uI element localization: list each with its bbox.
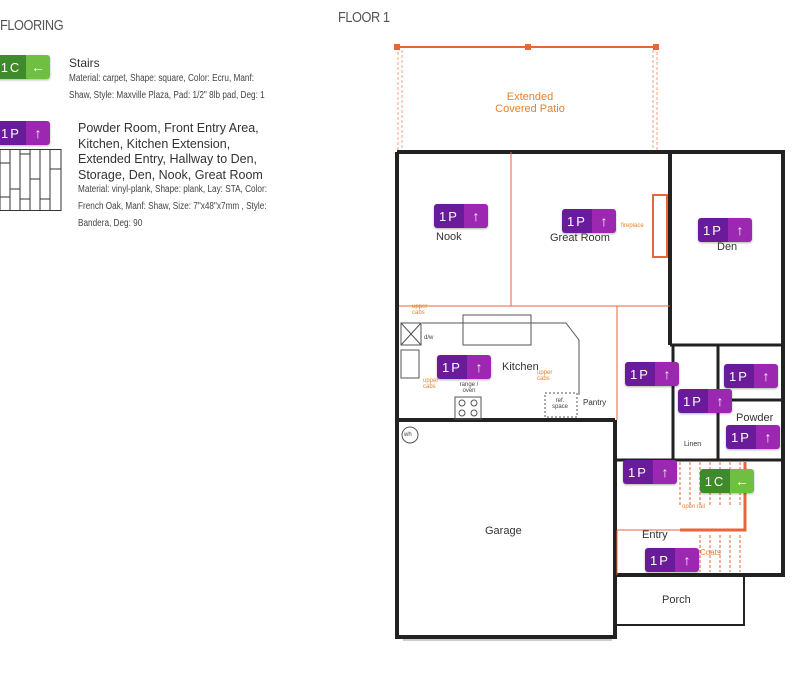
label-great-room: Great Room	[550, 232, 610, 244]
badge-code: 1P	[698, 218, 728, 242]
note-dishwasher: d/w	[424, 335, 434, 341]
badge-powder[interactable]: 1P↑	[726, 425, 780, 449]
label-line: Extended	[506, 91, 554, 103]
legend-badge-carpet[interactable]: 1C←	[0, 55, 50, 79]
legend-detail: Bandera, Deg: 90	[78, 218, 143, 229]
badge-hallway[interactable]: 1P↑	[625, 362, 679, 386]
badge-code: 1C	[700, 469, 730, 493]
badge-entry[interactable]: 1P↑	[645, 548, 699, 572]
legend-detail: Shaw, Style: Maxville Plaza, Pad: 1/2" 8…	[69, 90, 265, 101]
badge-code: 1P	[0, 121, 26, 145]
label-entry: Entry	[642, 529, 668, 541]
legend-title-rooms: Powder Room, Front Entry Area, Kitchen, …	[78, 121, 263, 183]
plank-pattern-icon	[0, 149, 62, 211]
porch-outline	[614, 575, 745, 626]
note-upper-cabs: upper cabs	[537, 370, 553, 382]
legend-title-line: Powder Room, Front Entry Area,	[78, 121, 259, 135]
arrow-up-icon: ↑	[655, 362, 679, 386]
note-open-rail: open rail	[682, 504, 706, 510]
badge-code: 1P	[437, 355, 467, 379]
badge-code: 1P	[625, 362, 655, 386]
arrow-left-icon: ←	[730, 469, 754, 493]
legend-detail: Material: vinyl-plank, Shape: plank, Lay…	[78, 184, 267, 195]
note-ref: ref. space	[551, 398, 568, 410]
arrow-up-icon: ↑	[756, 425, 780, 449]
legend-detail: French Oak, Manf: Shaw, Size: 7"x48"x7mm…	[78, 201, 267, 212]
note-water-heater: wh	[404, 432, 412, 438]
badge-great-room[interactable]: 1P↑	[562, 209, 616, 233]
badge-hallway-den[interactable]: 1P↑	[678, 389, 732, 413]
legend-detail: Material: carpet, Shape: square, Color: …	[69, 73, 255, 84]
badge-extended-entry[interactable]: 1P↑	[623, 460, 677, 484]
label-garage: Garage	[485, 525, 522, 537]
legend-title-line: Storage, Den, Nook, Great Room	[78, 167, 263, 182]
badge-code: 1P	[645, 548, 675, 572]
arrow-up-icon: ↑	[728, 218, 752, 242]
note-range: range / oven	[459, 382, 479, 394]
note-coats: Coats	[700, 548, 721, 557]
label-powder: Powder	[736, 412, 774, 424]
badge-nook[interactable]: 1P↑	[434, 204, 488, 228]
label-porch: Porch	[662, 594, 691, 606]
arrow-up-icon: ↑	[754, 364, 778, 388]
patio-outline	[394, 44, 659, 151]
label-den: Den	[717, 241, 738, 253]
badge-code: 1P	[678, 389, 708, 413]
badge-storage[interactable]: 1P↑	[724, 364, 778, 388]
arrow-up-icon: ↑	[675, 548, 699, 572]
label-nook: Nook	[436, 231, 462, 243]
badge-stairs[interactable]: 1C←	[700, 469, 754, 493]
badge-code: 1P	[623, 460, 653, 484]
arrow-up-icon: ↑	[708, 389, 732, 413]
flooring-heading: FLOORING	[0, 17, 64, 34]
label-line: Covered Patio	[495, 103, 565, 115]
legend-title-line: Extended Entry, Hallway to Den,	[78, 152, 258, 166]
arrow-up-icon: ↑	[592, 209, 616, 233]
badge-code: 1C	[0, 55, 26, 79]
legend-badge-vinyl[interactable]: 1P↑	[0, 121, 50, 145]
label-pantry: Pantry	[583, 398, 607, 407]
legend-title-stairs: Stairs	[69, 56, 100, 70]
badge-den[interactable]: 1P↑	[698, 218, 752, 242]
legend-title-line: Kitchen, Kitchen Extension,	[78, 136, 231, 151]
arrow-up-icon: ↑	[464, 204, 488, 228]
exterior-walls	[395, 150, 785, 639]
badge-code: 1P	[562, 209, 592, 233]
floor-title: FLOOR 1	[338, 9, 390, 26]
badge-code: 1P	[726, 425, 756, 449]
badge-code: 1P	[724, 364, 754, 388]
label-linen: Linen	[684, 441, 702, 448]
label-kitchen: Kitchen	[502, 361, 539, 373]
badge-code: 1P	[434, 204, 464, 228]
arrow-up-icon: ↑	[26, 121, 50, 145]
arrow-left-icon: ←	[26, 55, 50, 79]
note-upper-cabs: upper cabs	[423, 378, 439, 390]
kitchen-counters	[400, 314, 580, 444]
arrow-up-icon: ↑	[467, 355, 491, 379]
badge-kitchen[interactable]: 1P↑	[437, 355, 491, 379]
arrow-up-icon: ↑	[653, 460, 677, 484]
note-fireplace: fireplace	[621, 223, 644, 229]
note-upper-cabs: upper cabs	[412, 304, 428, 316]
